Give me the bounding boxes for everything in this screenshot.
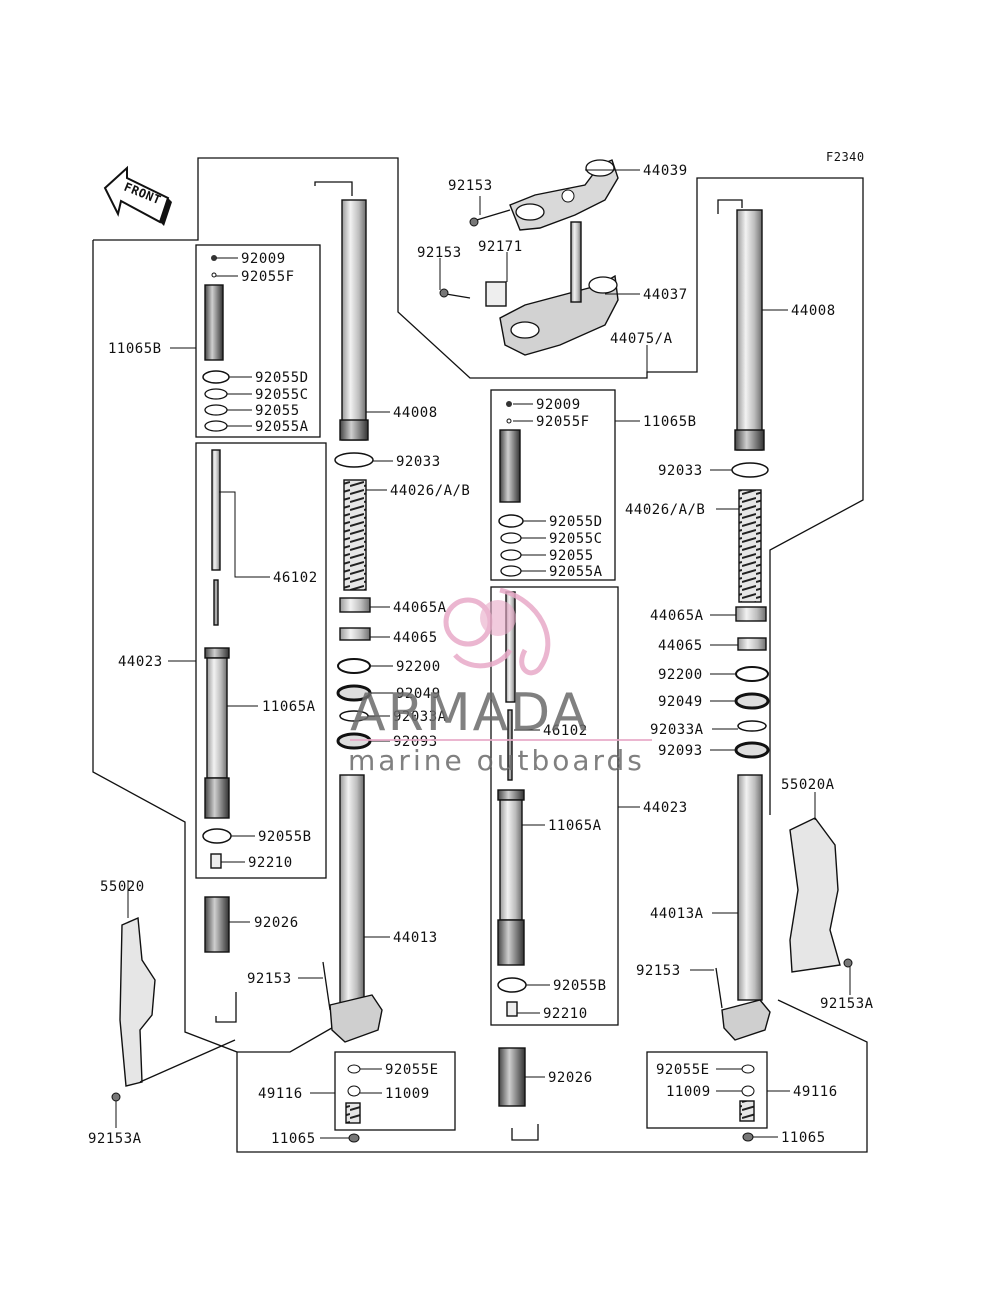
label-92033A-right: 92033A (650, 722, 704, 738)
label-11065B-left: 11065B (108, 341, 162, 357)
label-92049-right: 92049 (658, 694, 703, 710)
label-11065B-mid: 11065B (643, 414, 697, 430)
label-92093-center: 92093 (393, 734, 438, 750)
box-11065B-left (195, 244, 321, 438)
label-11009-center: 11009 (385, 1086, 430, 1102)
label-92033-center: 92033 (396, 454, 441, 470)
label-92009-mid: 92009 (536, 397, 581, 413)
label-92055B-left: 92055B (258, 829, 312, 845)
label-44026-center: 44026/A/B (390, 483, 470, 499)
label-92055C-mid: 92055C (549, 531, 603, 547)
label-44039: 44039 (643, 163, 688, 179)
right-seals (731, 462, 770, 759)
label-92093-right: 92093 (658, 743, 703, 759)
label-92055A-mid: 92055A (549, 564, 603, 580)
armada-watermark: ARMADA marine outboards (348, 587, 652, 777)
label-44023-mid: 44023 (643, 800, 688, 816)
watermark-tagline: marine outboards (348, 744, 645, 777)
outer-tube-44008-center (339, 199, 369, 441)
label-92153-mid: 92153 (417, 245, 462, 261)
label-92200-right: 92200 (658, 667, 703, 683)
label-44013A-right: 44013A (650, 906, 704, 922)
label-49116-right: 49116 (793, 1084, 838, 1100)
fork-guard-55020A (789, 817, 853, 973)
label-92055D-left: 92055D (255, 370, 309, 386)
label-92153A-right: 92153A (820, 996, 874, 1012)
label-92210-left: 92210 (248, 855, 293, 871)
label-92153-top: 92153 (448, 178, 493, 194)
label-44008-center: 44008 (393, 405, 438, 421)
label-92026-mid: 92026 (548, 1070, 593, 1086)
box-49116-right (646, 1051, 768, 1129)
inner-tube-44013A-right (715, 774, 771, 1041)
label-92033A-center: 92033A (393, 709, 447, 725)
box-44023-mid (490, 586, 619, 1026)
part-labels: 44039 92153 92171 92153 44037 44075/A 44… (88, 163, 874, 1147)
label-44026-right: 44026/A/B (625, 502, 705, 518)
label-92055D-mid: 92055D (549, 514, 603, 530)
center-axle-parts (345, 1064, 361, 1143)
label-44037: 44037 (643, 287, 688, 303)
label-44075A: 44075/A (610, 331, 673, 347)
clamp-hardware (439, 209, 511, 307)
label-92153A-left: 92153A (88, 1131, 142, 1147)
label-92210-mid: 92210 (543, 1006, 588, 1022)
label-46102-left: 46102 (273, 570, 318, 586)
figure-code: F2340 (826, 150, 865, 164)
left-cartridge (202, 255, 232, 953)
box-11065B-mid (490, 389, 616, 581)
center-seals (334, 452, 374, 750)
label-92055-left: 92055 (255, 403, 300, 419)
label-92009-left: 92009 (241, 251, 286, 267)
label-92055E-center: 92055E (385, 1062, 439, 1078)
label-44065A-center: 44065A (393, 600, 447, 616)
label-49116-center: 49116 (258, 1086, 303, 1102)
label-92055F-mid: 92055F (536, 414, 590, 430)
leader-lines (115, 169, 851, 1139)
label-11009-right: 11009 (666, 1084, 711, 1100)
label-44065A-right: 44065A (650, 608, 704, 624)
box-49116-left (334, 1051, 456, 1131)
label-92049-center: 92049 (396, 686, 441, 702)
label-92153-center: 92153 (247, 971, 292, 987)
label-92171: 92171 (478, 239, 523, 255)
inner-tube-44013-center (322, 774, 383, 1043)
middle-cartridge (497, 401, 527, 1107)
label-11065A-left: 11065A (262, 699, 316, 715)
propeller-logo (443, 587, 551, 676)
label-11065-center: 11065 (271, 1131, 316, 1147)
label-92055F-left: 92055F (241, 269, 295, 285)
label-92200-center: 92200 (396, 659, 441, 675)
label-92153-right: 92153 (636, 963, 681, 979)
label-55020: 55020 (100, 879, 145, 895)
label-44065-right: 44065 (658, 638, 703, 654)
label-44065-center: 44065 (393, 630, 438, 646)
label-44023-left: 44023 (118, 654, 163, 670)
label-44008-right: 44008 (791, 303, 836, 319)
label-55020A: 55020A (781, 777, 835, 793)
label-11065A-mid: 11065A (548, 818, 602, 834)
label-92055B-mid: 92055B (553, 978, 607, 994)
lower-clamp-44037 (499, 221, 619, 356)
label-92033-right: 92033 (658, 463, 703, 479)
outer-tube-44008-right (734, 209, 765, 451)
fork-guard-55020 (111, 916, 236, 1102)
watermark-brand: ARMADA (350, 683, 589, 743)
label-92026-left: 92026 (254, 915, 299, 931)
label-11065-right: 11065 (781, 1130, 826, 1146)
label-44013-center: 44013 (393, 930, 438, 946)
label-46102-mid: 46102 (543, 723, 588, 739)
label-92055C-left: 92055C (255, 387, 309, 403)
label-92055A-left: 92055A (255, 419, 309, 435)
upper-clamp-44039 (509, 159, 619, 231)
right-axle-parts (739, 1064, 755, 1142)
front-arrow: FRONT (103, 165, 172, 226)
label-92055-mid: 92055 (549, 548, 594, 564)
label-92055E-right: 92055E (656, 1062, 710, 1078)
